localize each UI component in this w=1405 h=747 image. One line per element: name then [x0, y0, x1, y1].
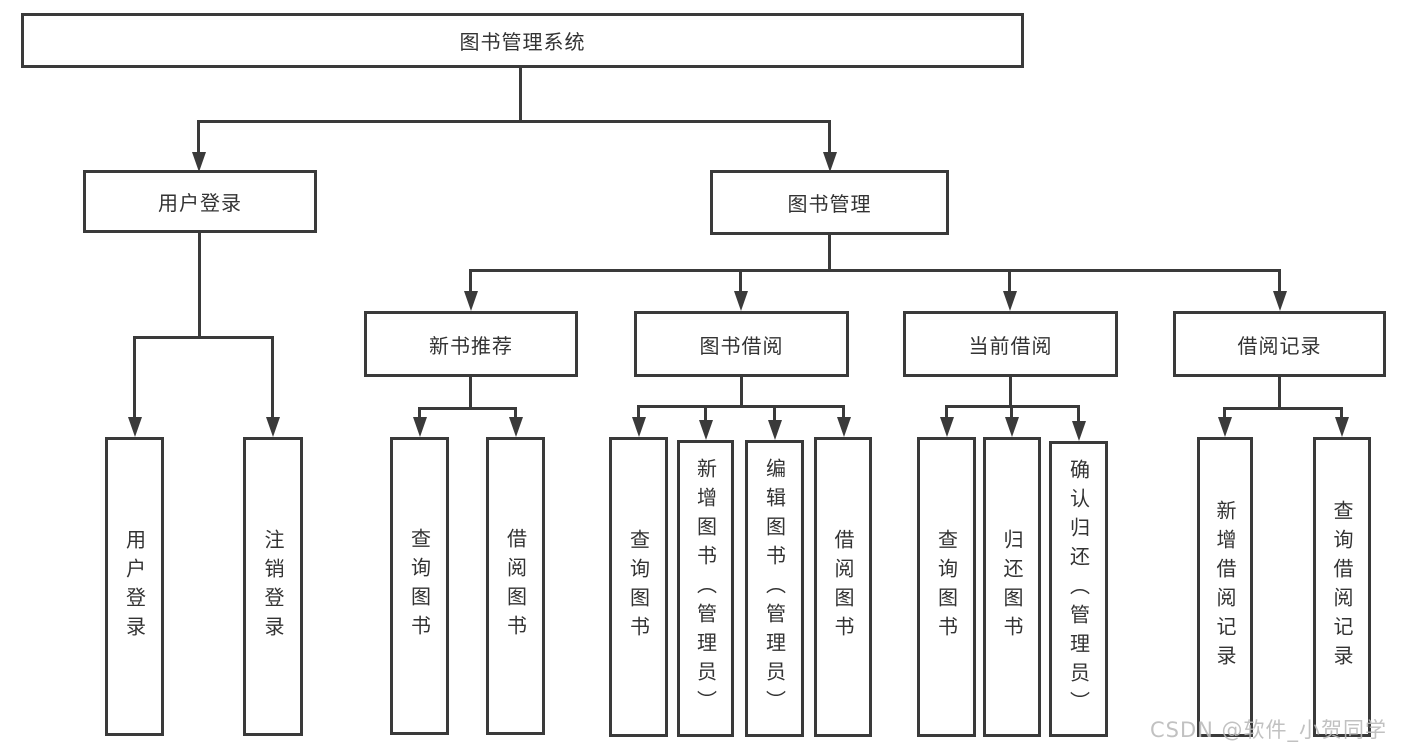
leaf-recommend-borrow-books: 借阅图书 — [486, 437, 545, 735]
connector-vline — [739, 269, 742, 299]
leaf-logout: 注销登录 — [243, 437, 303, 736]
arrowhead-down-icon — [463, 291, 478, 311]
connector-hline — [418, 407, 517, 410]
connector-vline — [1278, 269, 1281, 299]
arrowhead-down-icon — [1071, 421, 1086, 441]
arrowhead-down-icon — [265, 417, 280, 437]
connector-hline — [133, 336, 274, 339]
arrowhead-down-icon — [939, 417, 954, 437]
arrowhead-down-icon — [127, 417, 142, 437]
leaf-recommend-borrow-books-label: 借阅图书 — [503, 528, 528, 644]
leaf-add-borrow-record-label: 新增借阅记录 — [1213, 500, 1237, 674]
connector-hline — [197, 120, 831, 123]
node-borrowing-records: 借阅记录 — [1173, 311, 1386, 377]
watermark: CSDN @软件_小贺同学 — [1150, 718, 1388, 742]
leaf-user-login-label: 用户登录 — [122, 528, 147, 645]
connector-vline — [828, 120, 831, 160]
leaf-add-books-admin-label: 新增图书（管理员） — [693, 458, 718, 719]
leaf-return-books-label: 归还图书 — [1000, 529, 1024, 645]
connector-vline — [519, 66, 522, 122]
connector-vline — [842, 405, 845, 423]
leaf-current-query-books-label: 查询图书 — [934, 529, 959, 645]
connector-vline — [469, 269, 472, 299]
node-new-book-recommendation: 新书推荐 — [364, 311, 578, 377]
arrowhead-down-icon — [1004, 417, 1019, 437]
arrowhead-down-icon — [1002, 291, 1017, 311]
node-book-management: 图书管理 — [710, 170, 949, 235]
arrowhead-down-icon — [836, 417, 851, 437]
connector-hline — [945, 405, 1080, 408]
connector-vline — [828, 235, 831, 272]
connector-vline — [418, 407, 421, 423]
leaf-query-borrow-records: 查询借阅记录 — [1313, 437, 1371, 737]
connector-hline — [1223, 407, 1343, 410]
leaf-borrowing-borrow-books-label: 借阅图书 — [831, 529, 855, 645]
leaf-query-borrow-records-label: 查询借阅记录 — [1330, 500, 1354, 674]
leaf-add-books-admin: 新增图书（管理员） — [677, 440, 734, 737]
node-current-borrowing: 当前借阅 — [903, 311, 1118, 377]
connector-vline — [1077, 405, 1080, 423]
leaf-recommend-query-books: 查询图书 — [390, 437, 449, 735]
leaf-edit-books-admin-label: 编辑图书（管理员） — [762, 458, 787, 719]
connector-vline — [271, 336, 274, 420]
connector-vline — [739, 377, 743, 408]
connector-vline — [197, 120, 200, 160]
node-book-borrowing: 图书借阅 — [634, 311, 849, 377]
leaf-add-borrow-record: 新增借阅记录 — [1197, 437, 1253, 737]
arrowhead-down-icon — [1334, 417, 1349, 437]
node-system-root: 图书管理系统 — [21, 13, 1024, 68]
leaf-edit-books-admin: 编辑图书（管理员） — [745, 440, 804, 737]
arrowhead-down-icon — [508, 417, 523, 437]
leaf-confirm-return-admin: 确认归还（管理员） — [1049, 441, 1108, 737]
arrowhead-down-icon — [733, 291, 748, 311]
arrowhead-down-icon — [822, 152, 837, 172]
leaf-borrowing-borrow-books: 借阅图书 — [814, 437, 872, 737]
connector-vline — [773, 405, 776, 423]
connector-vline — [945, 405, 948, 423]
connector-vline — [1278, 377, 1281, 410]
connector-hline — [637, 405, 845, 408]
arrowhead-down-icon — [412, 417, 427, 437]
connector-vline — [704, 405, 707, 423]
connector-vline — [1223, 407, 1226, 423]
leaf-borrowing-query-books: 查询图书 — [609, 437, 668, 737]
connector-hline — [469, 269, 1281, 272]
leaf-recommend-query-books-label: 查询图书 — [407, 528, 432, 644]
arrowhead-down-icon — [698, 420, 713, 440]
connector-vline — [198, 232, 201, 339]
connector-vline — [514, 407, 517, 423]
connector-vline — [1010, 405, 1013, 423]
arrowhead-down-icon — [191, 152, 206, 172]
connector-vline — [1340, 407, 1343, 423]
leaf-user-login: 用户登录 — [105, 437, 164, 736]
connector-vline — [133, 336, 136, 420]
connector-vline — [1008, 269, 1011, 299]
leaf-return-books: 归还图书 — [983, 437, 1041, 737]
connector-vline — [469, 377, 472, 410]
arrowhead-down-icon — [1272, 291, 1287, 311]
connector-vline — [637, 405, 640, 423]
node-user-login: 用户登录 — [83, 170, 317, 233]
leaf-current-query-books: 查询图书 — [917, 437, 976, 737]
connector-vline — [1008, 377, 1012, 408]
leaf-borrowing-query-books-label: 查询图书 — [626, 529, 651, 645]
leaf-confirm-return-admin-label: 确认归还（管理员） — [1066, 458, 1091, 720]
arrowhead-down-icon — [767, 420, 782, 440]
arrowhead-down-icon — [1217, 417, 1232, 437]
leaf-logout-label: 注销登录 — [261, 528, 285, 645]
arrowhead-down-icon — [631, 417, 646, 437]
